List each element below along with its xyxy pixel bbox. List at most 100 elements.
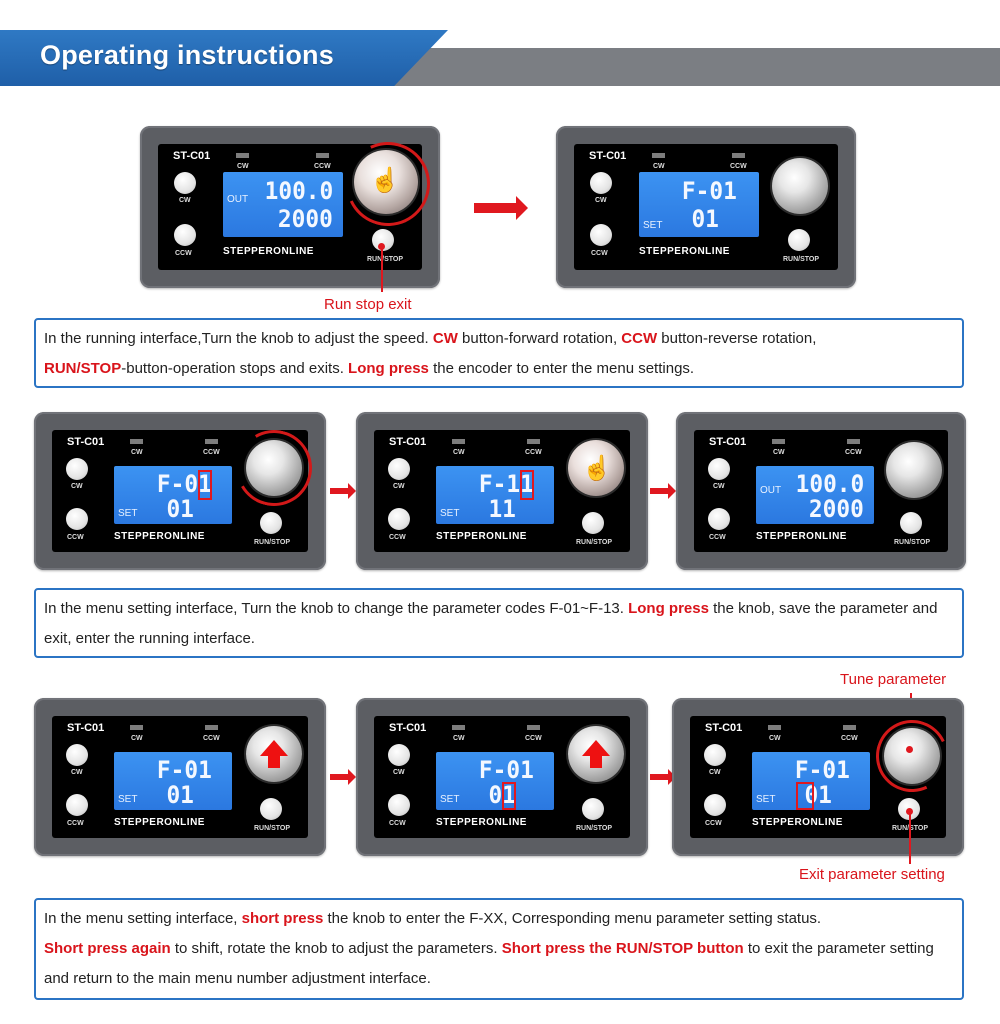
pulse-readout: 2000 — [278, 205, 333, 233]
lcd-screen: SET F-01 01 — [752, 752, 870, 810]
cw-led-label: CW — [769, 735, 781, 742]
right-arrow-icon — [330, 483, 356, 499]
model-label: ST-C01 — [709, 436, 747, 448]
cw-button-label: CW — [71, 483, 83, 490]
encoder-knob[interactable] — [772, 158, 828, 214]
run-stop-label: RUN/STOP — [367, 256, 404, 263]
run-stop-button[interactable] — [260, 798, 282, 820]
ccw-button[interactable] — [388, 794, 410, 816]
right-arrow-icon — [650, 483, 676, 499]
set-label: SET — [756, 794, 776, 805]
ccw-button-label: CCW — [591, 250, 608, 257]
encoder-knob[interactable] — [884, 728, 940, 784]
emphasis-text: Short press again — [44, 940, 171, 957]
instruction-text: In the menu setting interface, Turn the … — [44, 600, 629, 617]
right-arrow-icon — [650, 769, 676, 785]
encoder-knob[interactable] — [886, 442, 942, 498]
instruction-box-running: In the running interface,Turn the knob t… — [34, 318, 964, 388]
instruction-text: to exit the parameter setting and return… — [44, 940, 934, 987]
cw-button[interactable] — [66, 458, 88, 480]
ccw-button[interactable] — [704, 794, 726, 816]
cw-button-label: CW — [179, 197, 191, 204]
ccw-button[interactable] — [708, 508, 730, 530]
instruction-text: the encoder to enter the menu settings. — [428, 360, 695, 377]
instruction-box-menu: In the menu setting interface, Turn the … — [34, 588, 964, 658]
ccw-indicator-led — [527, 439, 540, 444]
run-stop-label: RUN/STOP — [254, 825, 291, 832]
ccw-button[interactable] — [174, 224, 196, 246]
cw-button[interactable] — [704, 744, 726, 766]
page-title: Operating instructions — [40, 40, 334, 70]
right-arrow-icon — [474, 196, 528, 220]
emphasis-text: short press — [241, 910, 324, 927]
cw-indicator-led — [236, 153, 249, 158]
pulse-readout: 2000 — [809, 495, 864, 523]
ccw-button-label: CCW — [389, 820, 406, 827]
cw-button[interactable] — [174, 172, 196, 194]
ccw-button[interactable] — [66, 794, 88, 816]
brand-logo: STEPPERONLINE — [114, 531, 205, 542]
emphasis-text: Short press the RUN/STOP button — [501, 940, 744, 957]
cw-indicator-led — [452, 439, 465, 444]
run-stop-button[interactable] — [582, 798, 604, 820]
tune-parameter-callout: Tune parameter — [840, 671, 947, 688]
ccw-indicator-led — [205, 725, 218, 730]
hand-press-icon: ☝ — [582, 455, 612, 482]
encoder-knob[interactable] — [568, 440, 624, 496]
model-label: ST-C01 — [389, 436, 427, 448]
cw-indicator-led — [452, 725, 465, 730]
instruction-text: to shift, rotate the knob to adjust the … — [170, 940, 502, 957]
run-stop-button[interactable] — [260, 512, 282, 534]
ccw-button[interactable] — [590, 224, 612, 246]
lcd-screen: SET F-01 01 — [639, 172, 759, 237]
ccw-led-label: CCW — [203, 449, 220, 456]
encoder-knob[interactable] — [354, 150, 418, 214]
cw-led-label: CW — [653, 163, 665, 170]
cw-led-label: CW — [237, 163, 249, 170]
parameter-code: F-11 — [479, 470, 534, 498]
instruction-text: the knob, save the parameter and exit, e… — [44, 600, 938, 647]
model-label: ST-C01 — [389, 722, 427, 734]
run-stop-label: RUN/STOP — [576, 539, 613, 546]
brand-logo: STEPPERONLINE — [639, 246, 730, 257]
brand-logo: STEPPERONLINE — [752, 817, 843, 828]
parameter-code: F-01 — [795, 756, 850, 784]
cw-button[interactable] — [590, 172, 612, 194]
encoder-knob[interactable] — [246, 440, 302, 496]
ccw-button-label: CCW — [175, 250, 192, 257]
controller-panel: ST-C01 CW CCW CW CCW SET F-01 01 STEPPER… — [52, 716, 308, 838]
parameter-code: F-01 — [157, 470, 212, 498]
ccw-button-label: CCW — [709, 534, 726, 541]
cw-button[interactable] — [708, 458, 730, 480]
model-label: ST-C01 — [589, 150, 627, 162]
ccw-led-label: CCW — [845, 449, 862, 456]
instruction-box-parameter: In the menu setting interface, short pre… — [34, 898, 964, 1000]
ccw-led-label: CCW — [314, 163, 331, 170]
cw-button-label: CW — [595, 197, 607, 204]
run-stop-button[interactable] — [372, 229, 394, 251]
emphasis-text: Long press — [348, 360, 429, 377]
model-label: ST-C01 — [173, 150, 211, 162]
cw-button[interactable] — [66, 744, 88, 766]
ccw-indicator-led — [527, 725, 540, 730]
cw-button-label: CW — [71, 769, 83, 776]
run-stop-button[interactable] — [582, 512, 604, 534]
speed-readout: 100.0 — [795, 470, 864, 498]
cw-button[interactable] — [388, 458, 410, 480]
run-stop-exit-callout: Run stop exit — [324, 296, 412, 313]
run-stop-button[interactable] — [900, 512, 922, 534]
ccw-indicator-led — [847, 439, 860, 444]
ccw-button[interactable] — [66, 508, 88, 530]
cw-button[interactable] — [388, 744, 410, 766]
controller-device-param-shift: ST-C01 CW CCW CW CCW SET F-01 01 STEPPER… — [356, 698, 648, 856]
run-stop-label: RUN/STOP — [783, 256, 820, 263]
run-stop-label: RUN/STOP — [894, 539, 931, 546]
ccw-button[interactable] — [388, 508, 410, 530]
emphasis-text: RUN/STOP — [44, 360, 122, 377]
model-label: ST-C01 — [67, 722, 105, 734]
run-stop-button[interactable] — [788, 229, 810, 251]
controller-device-menu-change: ST-C01 CW CCW CW CCW SET F-11 11 STEPPER… — [356, 412, 648, 570]
callout-line — [909, 812, 911, 864]
ccw-led-label: CCW — [841, 735, 858, 742]
model-label: ST-C01 — [67, 436, 105, 448]
